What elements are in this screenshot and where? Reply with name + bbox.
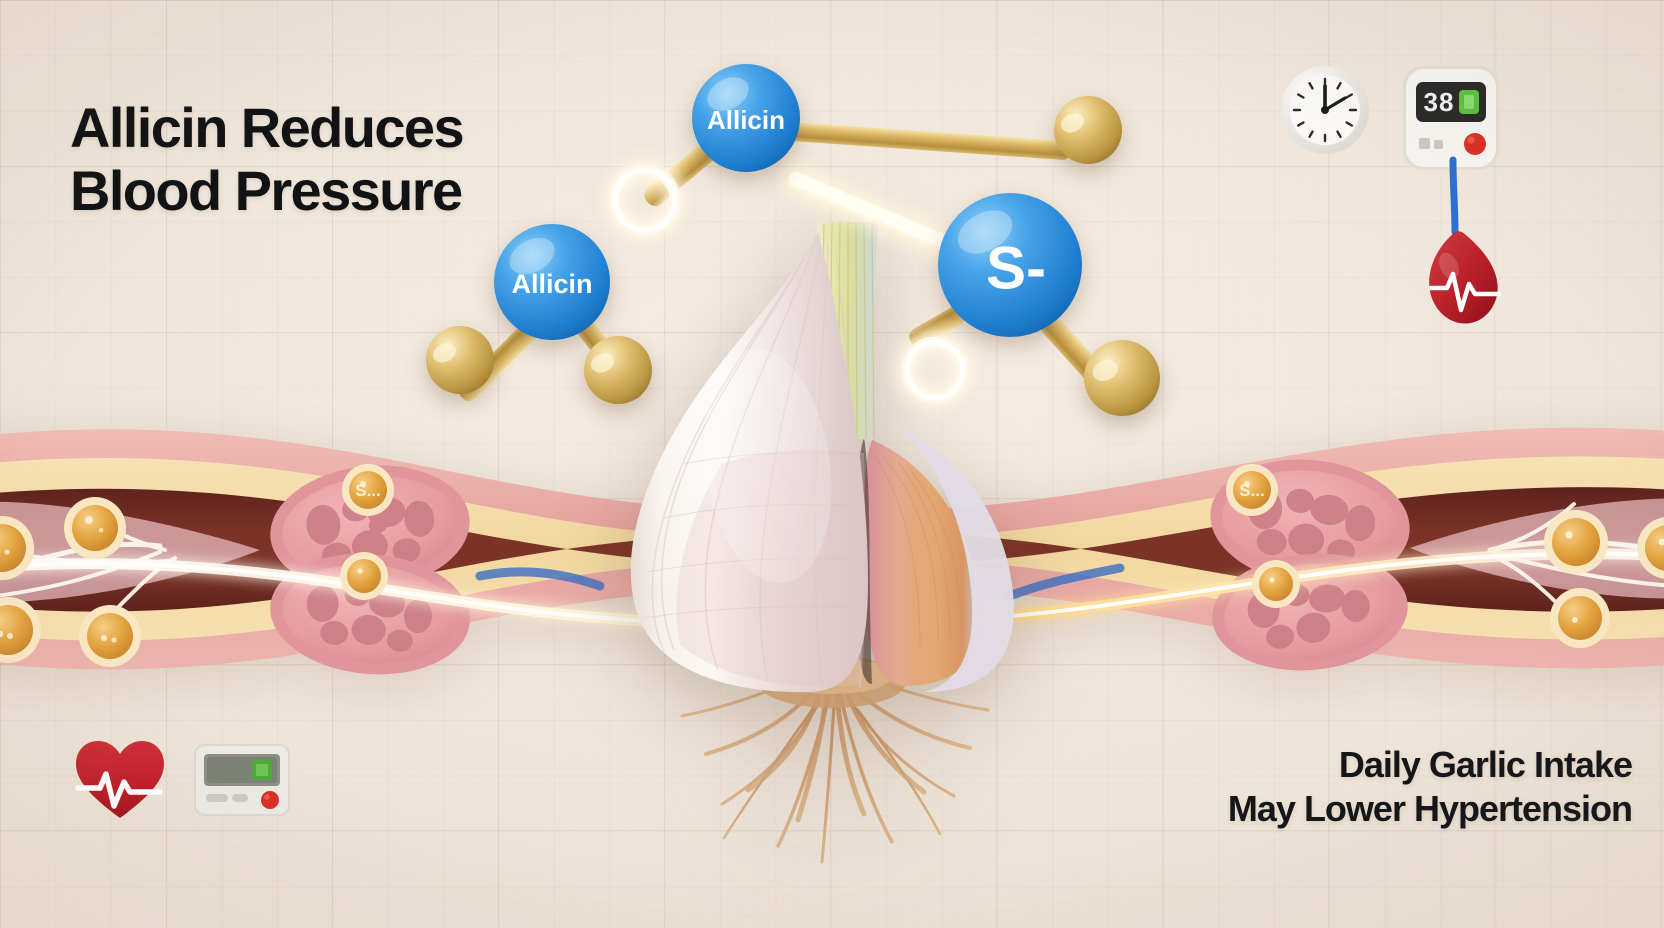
lipid-spheres: [0, 464, 1664, 667]
tagline-line-2: May Lower Hypertension: [1227, 788, 1633, 830]
atom-right: [938, 193, 1082, 337]
atom-label-right: S-: [986, 235, 1046, 302]
atom-label-top: Allicin: [707, 105, 785, 135]
blood-pressure-monitor-top: 38: [1401, 64, 1501, 172]
headline-line-1: Allicin Reduces: [70, 95, 465, 159]
gold-atoms: [426, 96, 1160, 416]
headline-line-2: Blood Pressure: [70, 159, 463, 223]
atom-left: [494, 224, 610, 340]
tagline-line-1: Daily Garlic Intake: [1338, 743, 1633, 785]
gold-atom: [584, 336, 652, 404]
monitor-buttons: [206, 794, 248, 802]
page-title: Allicin Reduces Blood Pressure: [70, 95, 465, 224]
artery-label-left: S...: [355, 481, 381, 500]
garlic-skin-ribs: [651, 245, 862, 691]
vessel-accents: [475, 563, 1125, 601]
blood-drop-bulb: [1429, 231, 1498, 324]
blood-pressure-monitor-bottom: [192, 742, 292, 818]
pulse-line: [75, 771, 163, 809]
allicin-molecule-diagram: Allicin Allicin S-: [400, 40, 1220, 440]
clock-ticks: [1292, 77, 1358, 143]
gold-atom: [1054, 96, 1122, 164]
heart-shape: [76, 741, 164, 818]
start-button: [261, 791, 279, 809]
clock-center-pin: [1321, 106, 1329, 114]
atom-label-left: Allicin: [511, 269, 592, 299]
gold-atom: [1084, 340, 1160, 416]
tagline: Daily Garlic Intake May Lower Hypertensi…: [1227, 743, 1633, 832]
glow-rings: [609, 164, 969, 404]
garlic-exposed-clove: [863, 440, 980, 686]
artery-label-right: S...: [1239, 481, 1265, 500]
garlic-skin-blush: [676, 449, 866, 687]
bulb-pulse-line: [1428, 271, 1502, 313]
garlic-bulb: [572, 214, 1092, 874]
atom-top: [692, 64, 800, 172]
heartbeat-icon: [74, 738, 166, 820]
cuff-tube: [1449, 156, 1459, 236]
gold-atom: [426, 326, 494, 394]
cuff-tube-and-bulb: [1415, 156, 1515, 350]
garlic-skin-flap-right: [902, 430, 1014, 692]
monitor-keys: [1419, 138, 1443, 149]
start-button: [1464, 133, 1486, 155]
bp-reading: 38: [1424, 87, 1455, 117]
wall-clock-icon: [1279, 64, 1371, 156]
